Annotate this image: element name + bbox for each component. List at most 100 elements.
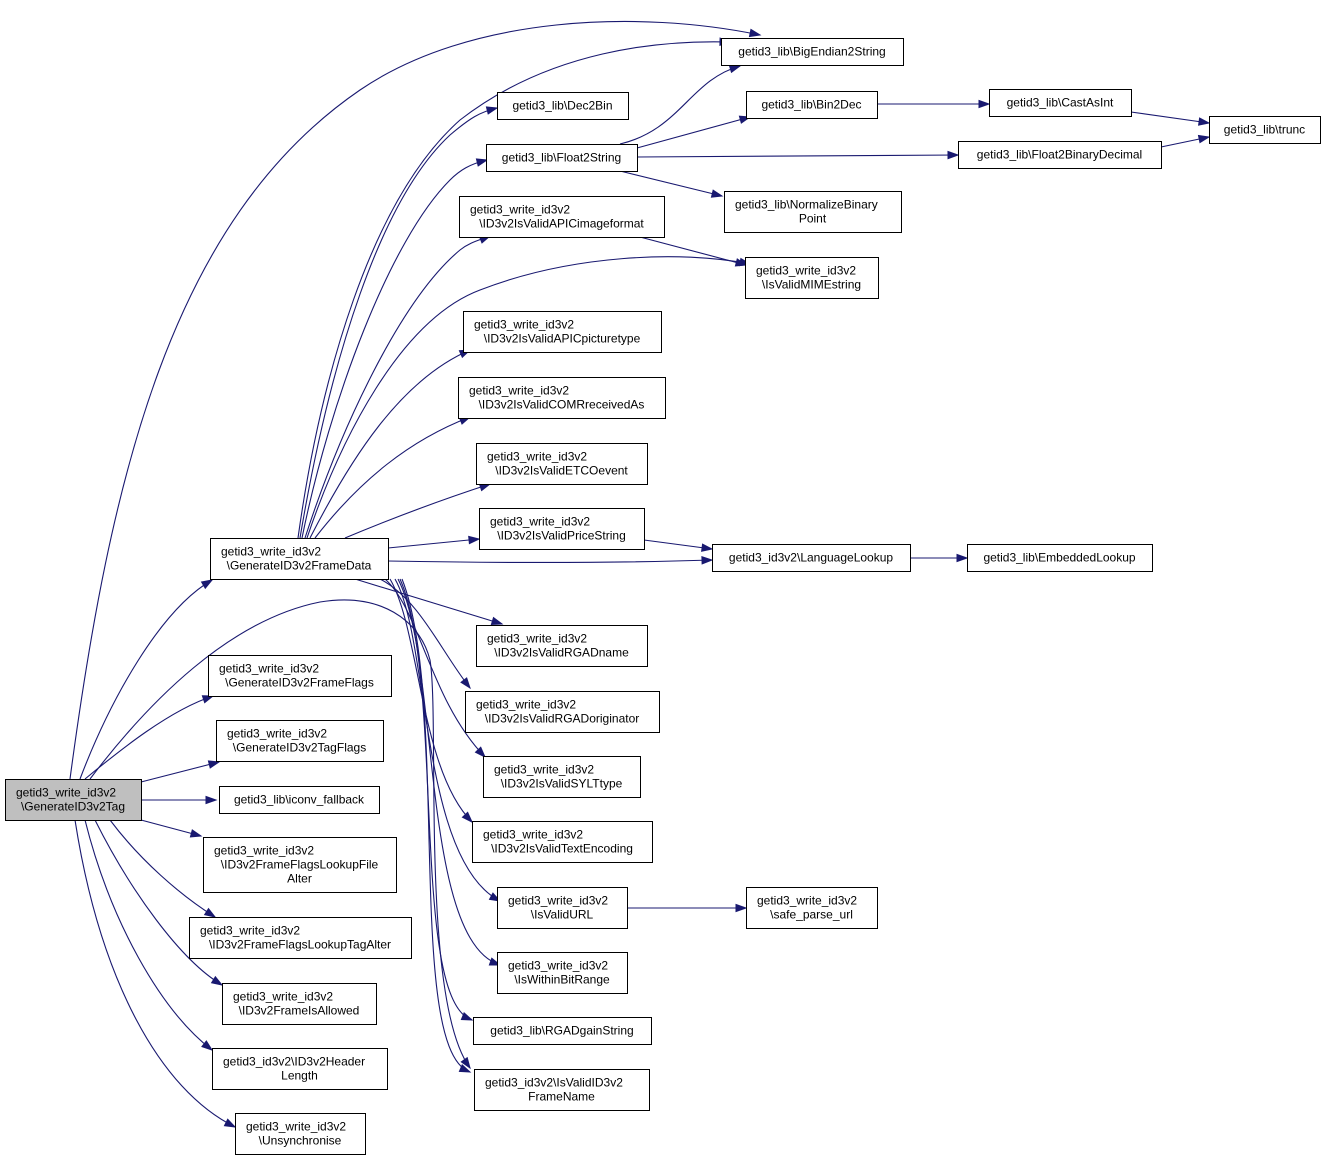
- arrowhead: [203, 907, 217, 918]
- node-label-line: getid3_lib\Bin2Dec: [761, 98, 861, 112]
- node-box: [745, 257, 879, 299]
- node-bin2dec[interactable]: getid3_lib\Bin2Dec: [746, 91, 878, 119]
- node-valid-text-encoding[interactable]: getid3_write_id3v2\ID3v2IsValidTextEncod…: [472, 821, 653, 863]
- edge-line: [344, 483, 491, 539]
- edge-cast_as_int-to-trunc: [1130, 111, 1211, 126]
- edge-float2string-to-bin2dec: [636, 115, 752, 149]
- node-gen-frame-flags[interactable]: getid3_write_id3v2\GenerateID3v2FrameFla…: [208, 655, 392, 697]
- edge-gen_tag-to-gen_tag_flags: [140, 760, 221, 783]
- node-cast-as-int[interactable]: getid3_lib\CastAsInt: [989, 89, 1132, 117]
- node-label-line: \ID3v2IsValidRGADname: [494, 646, 629, 660]
- node-label-line: getid3_lib\EmbeddedLookup: [983, 551, 1135, 565]
- node-label-line: getid3_id3v2\IsValidID3v2: [485, 1076, 623, 1090]
- node-label-line: \GenerateID3v2FrameData: [227, 559, 372, 573]
- node-valid-apic-picturetype[interactable]: getid3_write_id3v2\ID3v2IsValidAPICpictu…: [463, 311, 662, 353]
- edge-bin2dec-to-cast_as_int: [877, 99, 991, 109]
- node-unsynchronise[interactable]: getid3_write_id3v2\Unsynchronise: [235, 1113, 366, 1155]
- node-big-endian-2-string[interactable]: getid3_lib\BigEndian2String: [721, 38, 904, 66]
- node-label-line: getid3_lib\Float2String: [502, 151, 621, 165]
- node-label-line: getid3_lib\iconv_fallback: [234, 793, 365, 807]
- node-iconv-fallback[interactable]: getid3_lib\iconv_fallback: [219, 786, 380, 814]
- node-float2binary-decimal[interactable]: getid3_lib\Float2BinaryDecimal: [958, 141, 1162, 169]
- edge-gen_frame_data-to-valid_comr_received_as: [314, 416, 472, 539]
- edge-gen_frame_data-to-valid_etco_event: [344, 483, 492, 539]
- node-valid-sylt-type[interactable]: getid3_write_id3v2\ID3v2IsValidSYLTtype: [483, 756, 641, 798]
- node-valid-rgad-name[interactable]: getid3_write_id3v2\ID3v2IsValidRGADname: [476, 625, 648, 667]
- edge-line: [84, 695, 214, 780]
- arrowhead: [189, 829, 203, 838]
- edge-float2string-to-float2binary_decimal: [636, 150, 960, 160]
- node-label-line: getid3_write_id3v2: [214, 844, 314, 858]
- node-valid-rgad-originator[interactable]: getid3_write_id3v2\ID3v2IsValidRGADorigi…: [465, 691, 660, 733]
- node-box: [473, 1017, 652, 1045]
- node-box: [474, 1069, 650, 1111]
- arrowhead: [460, 1012, 474, 1021]
- node-dec2bin[interactable]: getid3_lib\Dec2Bin: [497, 92, 629, 120]
- arrowhead: [734, 258, 748, 267]
- node-rgad-gain-string[interactable]: getid3_lib\RGADgainString: [473, 1017, 652, 1045]
- node-frame-is-allowed[interactable]: getid3_write_id3v2\ID3v2FrameIsAllowed: [222, 983, 377, 1025]
- node-box: [189, 917, 412, 959]
- edge-line: [301, 159, 488, 539]
- node-label-line: getid3_write_id3v2: [490, 515, 590, 529]
- node-label-line: \ID3v2IsValidCOMRreceivedAs: [479, 398, 645, 412]
- node-label-line: \ID3v2FrameFlagsLookupTagAlter: [209, 938, 391, 952]
- node-is-valid-url[interactable]: getid3_write_id3v2\IsValidURL: [497, 887, 628, 929]
- node-valid-comr-received-as[interactable]: getid3_write_id3v2\ID3v2IsValidCOMRrecei…: [458, 377, 666, 419]
- node-box: [958, 141, 1162, 169]
- node-box: [497, 952, 628, 994]
- node-label-line: getid3_write_id3v2: [16, 786, 116, 800]
- arrowhead: [461, 811, 474, 824]
- node-label-line: getid3_write_id3v2: [757, 894, 857, 908]
- node-label-line: getid3_write_id3v2: [474, 318, 574, 332]
- node-label-line: getid3_lib\CastAsInt: [1007, 96, 1114, 110]
- arrowhead: [710, 189, 724, 198]
- node-gen-tag-flags[interactable]: getid3_write_id3v2\GenerateID3v2TagFlags: [216, 720, 384, 762]
- arrowhead: [210, 975, 224, 986]
- node-float2string[interactable]: getid3_lib\Float2String: [486, 144, 638, 172]
- node-is-within-bit-range[interactable]: getid3_write_id3v2\IsWithinBitRange: [497, 952, 628, 994]
- node-gen-tag[interactable]: getid3_write_id3v2\GenerateID3v2Tag: [5, 779, 142, 821]
- node-label-line: \ID3v2FrameFlagsLookupFile: [221, 858, 379, 872]
- node-label-line: getid3_lib\Float2BinaryDecimal: [977, 148, 1142, 162]
- node-box: [724, 191, 902, 233]
- node-is-valid-mime-string[interactable]: getid3_write_id3v2\IsValidMIMEstring: [745, 257, 879, 299]
- edge-line: [79, 579, 213, 780]
- node-label-line: getid3_write_id3v2: [246, 1120, 346, 1134]
- edge-line: [636, 116, 751, 149]
- node-ff-lookup-tag-alter[interactable]: getid3_write_id3v2\ID3v2FrameFlagsLookup…: [189, 917, 412, 959]
- arrowhead: [460, 677, 471, 690]
- edge-line: [389, 578, 473, 823]
- edge-line: [314, 416, 471, 539]
- arrowhead: [701, 543, 714, 552]
- arrowhead: [748, 28, 762, 38]
- arrowhead: [978, 99, 991, 109]
- node-gen-frame-data[interactable]: getid3_write_id3v2\GenerateID3v2FrameDat…: [210, 538, 389, 580]
- node-ff-lookup-file-alter[interactable]: getid3_write_id3v2\ID3v2FrameFlagsLookup…: [203, 837, 397, 893]
- node-valid-etco-event[interactable]: getid3_write_id3v2\ID3v2IsValidETCOevent: [476, 443, 648, 485]
- arrowhead: [458, 1063, 472, 1073]
- edge-line: [639, 236, 747, 266]
- node-label-line: \ID3v2IsValidTextEncoding: [491, 842, 633, 856]
- call-edges: [69, 20, 1211, 1128]
- node-box: [712, 544, 911, 572]
- edge-gen_frame_data-to-valid_rgad_originator: [379, 578, 471, 690]
- node-label-line: \GenerateID3v2Tag: [21, 800, 125, 814]
- node-language-lookup[interactable]: getid3_id3v2\LanguageLookup: [712, 544, 911, 572]
- arrowhead: [485, 106, 499, 115]
- node-label-line: FrameName: [528, 1090, 595, 1104]
- node-safe-parse-url[interactable]: getid3_write_id3v2\safe_parse_url: [746, 887, 878, 929]
- node-valid-apic-imageformat[interactable]: getid3_write_id3v2\ID3v2IsValidAPICimage…: [459, 196, 665, 238]
- node-trunc[interactable]: getid3_lib\trunc: [1209, 116, 1321, 144]
- node-valid-price-string[interactable]: getid3_write_id3v2\ID3v2IsValidPriceStri…: [479, 508, 645, 550]
- node-label-line: getid3_id3v2\LanguageLookup: [729, 551, 893, 565]
- node-box: [989, 89, 1132, 117]
- node-embedded-lookup[interactable]: getid3_lib\EmbeddedLookup: [967, 544, 1153, 572]
- node-box: [486, 144, 638, 172]
- edge-gen_tag-to-iconv_fallback: [141, 795, 218, 805]
- edge-line: [379, 578, 471, 689]
- node-label-line: \ID3v2IsValidETCOevent: [495, 464, 628, 478]
